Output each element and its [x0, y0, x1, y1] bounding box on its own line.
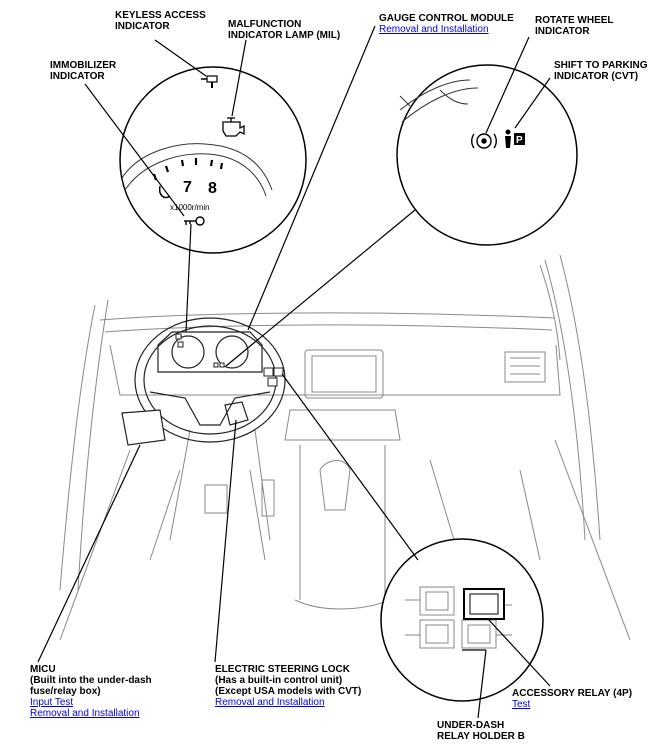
- dash-connectors: [175, 333, 284, 387]
- under-dash-relay-holder-label: UNDER-DASH RELAY HOLDER B: [437, 720, 525, 742]
- micu-label: MICU (Built into the under-dash fuse/rel…: [30, 664, 152, 719]
- shift-to-parking-indicator-label: SHIFT TO PARKING INDICATOR (CVT): [554, 60, 648, 82]
- tachometer-inset: 7 8 x1000r/min: [119, 66, 307, 254]
- gauge-module-removal-link[interactable]: Removal and Installation: [379, 24, 489, 35]
- micu-removal-link[interactable]: Removal and Installation: [30, 708, 140, 719]
- shift-to-park-icon: P: [505, 129, 525, 148]
- tach-number-7: 7: [183, 179, 192, 196]
- keyless-access-icon: [201, 75, 218, 88]
- check-engine-icon: [222, 117, 245, 137]
- tach-unit-label: x1000r/min: [170, 203, 210, 212]
- immobilizer-key-icon: [184, 216, 205, 226]
- micu-input-test-link[interactable]: Input Test: [30, 697, 74, 708]
- mil-label: MALFUNCTION INDICATOR LAMP (MIL): [228, 19, 341, 41]
- micu-box: [121, 409, 166, 446]
- immobilizer-indicator-label: IMMOBILIZER INDICATOR: [50, 60, 117, 82]
- leader-lines: [37, 25, 551, 719]
- steering-lock-removal-link[interactable]: Removal and Installation: [215, 697, 325, 708]
- accessory-relay-test-link[interactable]: Test: [512, 699, 531, 710]
- dashboard-drawing: [59, 254, 631, 641]
- indicator-inset: P: [396, 64, 578, 246]
- steering-lock-body: [224, 401, 249, 426]
- accessory-relay-label: ACCESSORY RELAY (4P) Test: [512, 688, 633, 710]
- keyless-access-indicator-label: KEYLESS ACCESS INDICATOR: [115, 10, 206, 32]
- tach-number-8: 8: [208, 180, 217, 197]
- parking-symbol: P: [516, 135, 523, 146]
- relay-holder-inset: [380, 538, 544, 702]
- accessory-relay-part: [463, 588, 505, 620]
- rotate-wheel-icon: [471, 133, 497, 149]
- rotate-wheel-indicator-label: ROTATE WHEEL INDICATOR: [535, 15, 614, 37]
- gauge-control-module-label: GAUGE CONTROL MODULE Removal and Install…: [379, 13, 514, 35]
- electric-steering-lock-label: ELECTRIC STEERING LOCK (Has a built-in c…: [215, 664, 362, 708]
